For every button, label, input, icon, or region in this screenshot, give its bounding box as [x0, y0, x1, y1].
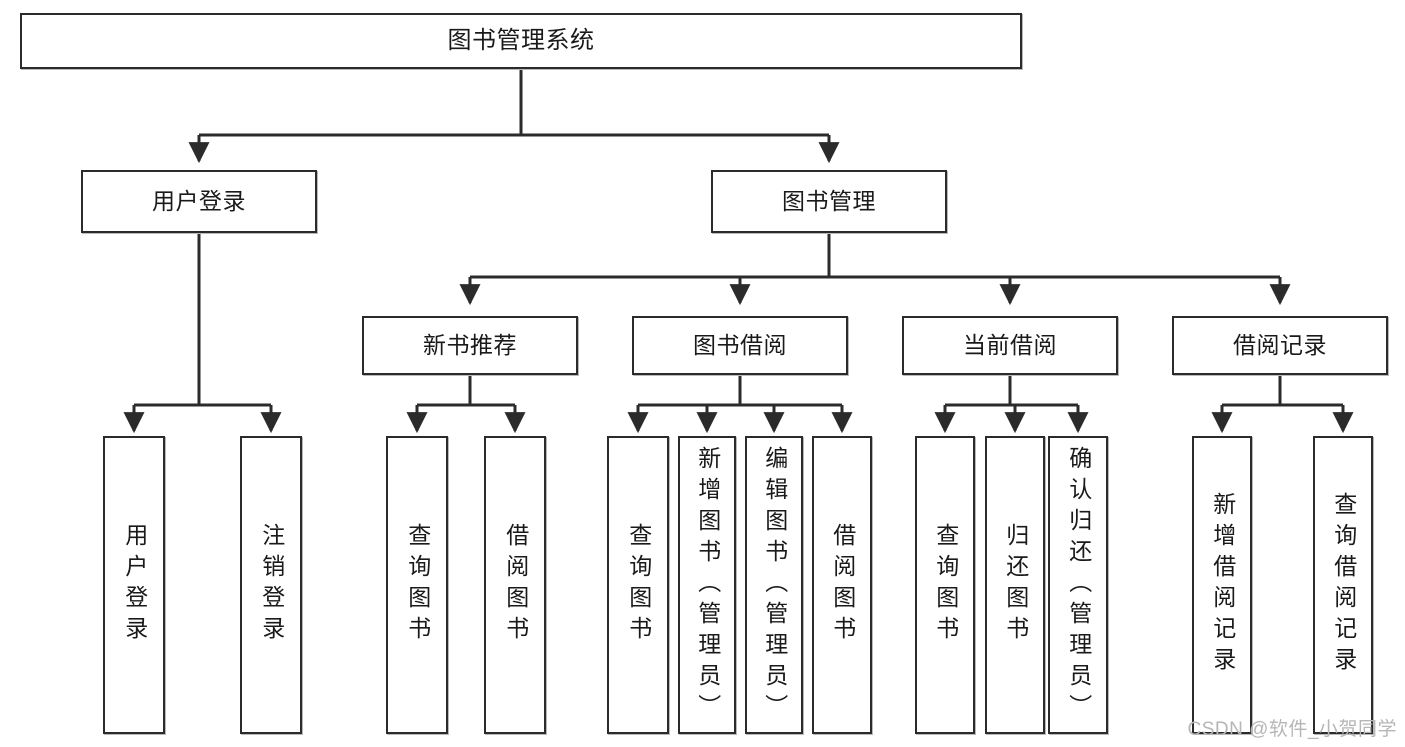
leaf-borrow-book-2[interactable]: 借阅图书 — [812, 436, 872, 734]
watermark: CSDN @软件_小贺同学 — [1187, 719, 1397, 740]
node-user-login[interactable]: 用户登录 — [81, 170, 317, 233]
leaf-query-book-3[interactable]: 查询图书 — [915, 436, 975, 734]
node-root[interactable]: 图书管理系统 — [20, 13, 1022, 69]
leaf-return-book[interactable]: 归还图书 — [985, 436, 1045, 734]
leaf-query-book-2[interactable]: 查询图书 — [607, 436, 669, 734]
node-book-borrow[interactable]: 图书借阅 — [632, 316, 848, 375]
leaf-user-login[interactable]: 用户登录 — [103, 436, 165, 734]
leaf-add-record[interactable]: 新增借阅记录 — [1192, 436, 1252, 734]
leaf-add-book[interactable]: 新增图书（管理员） — [678, 436, 736, 734]
node-current-borrow[interactable]: 当前借阅 — [902, 316, 1118, 375]
node-borrow-record[interactable]: 借阅记录 — [1172, 316, 1388, 375]
node-new-book-rec[interactable]: 新书推荐 — [362, 316, 578, 375]
leaf-query-record[interactable]: 查询借阅记录 — [1313, 436, 1373, 734]
leaf-borrow-book-1[interactable]: 借阅图书 — [484, 436, 546, 734]
leaf-query-book-1[interactable]: 查询图书 — [386, 436, 448, 734]
leaf-edit-book[interactable]: 编辑图书（管理员） — [745, 436, 803, 734]
leaf-confirm-return[interactable]: 确认归还（管理员） — [1048, 436, 1108, 734]
node-book-manage[interactable]: 图书管理 — [711, 170, 947, 233]
edge-paths — [123, 69, 1354, 434]
leaf-user-logout[interactable]: 注销登录 — [240, 436, 302, 734]
